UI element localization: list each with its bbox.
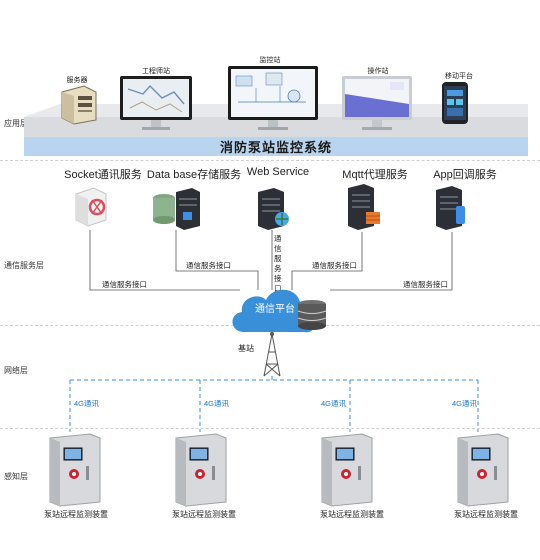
monitor-station-label: 监控站 bbox=[259, 57, 281, 64]
service-app-label: App回调服务 bbox=[433, 169, 497, 181]
device-label-1: 泵站远程监测装置 bbox=[44, 510, 108, 519]
layer-label-network: 网络层 bbox=[4, 366, 28, 375]
service-web-label: Web Service bbox=[246, 166, 310, 178]
app-callback-server-icon bbox=[436, 186, 465, 230]
cabinet-icon bbox=[175, 433, 227, 507]
network-links bbox=[69, 376, 479, 432]
layer-divider bbox=[0, 160, 540, 161]
mqtt-server-icon bbox=[348, 184, 380, 230]
cabinet-icon bbox=[457, 433, 509, 507]
layer-divider bbox=[0, 428, 540, 429]
antenna-tower-icon bbox=[263, 332, 281, 377]
communication-platform-label: 通信平台 bbox=[255, 304, 295, 315]
engineer-station-label: 工程师站 bbox=[142, 68, 170, 75]
network-link-label-1: 4G通讯 bbox=[74, 399, 100, 408]
layer-label-perception: 感知层 bbox=[4, 472, 28, 481]
base-station-label: 基站 bbox=[238, 344, 254, 353]
device-label-2: 泵站远程监测装置 bbox=[172, 510, 236, 519]
interface-label-socket: 通信服务接口 bbox=[102, 280, 147, 289]
service-mqtt-label: Mqtt代理服务 bbox=[342, 169, 408, 181]
cloud-icon bbox=[232, 289, 327, 333]
service-database-label: Data base存储服务 bbox=[146, 169, 242, 181]
device-label-3: 泵站远程监测装置 bbox=[320, 510, 384, 519]
mobile-platform-label: 移动平台 bbox=[445, 73, 473, 80]
interface-label-mqtt: 通信服务接口 bbox=[312, 261, 357, 270]
socket-service-icon bbox=[75, 187, 107, 227]
mobile-phone-icon bbox=[442, 82, 468, 124]
operator-monitor-icon bbox=[342, 76, 412, 130]
service-connectors bbox=[89, 230, 453, 291]
interface-label-database: 通信服务接口 bbox=[186, 261, 231, 270]
cabinet-icon bbox=[321, 433, 373, 507]
database-icon bbox=[297, 300, 327, 330]
system-title: 消防泵站监控系统 bbox=[219, 141, 332, 156]
network-link-label-2: 4G通讯 bbox=[204, 399, 230, 408]
layer-label-service: 通信服务层 bbox=[4, 261, 44, 270]
service-socket-label: Socket通讯服务 bbox=[64, 169, 142, 181]
engineer-monitor-icon bbox=[120, 76, 192, 130]
device-label-4: 泵站远程监测装置 bbox=[454, 510, 518, 519]
network-link-label-3: 4G通讯 bbox=[321, 399, 347, 408]
network-link-label-4: 4G通讯 bbox=[452, 399, 478, 408]
layer-label-application: 应用层 bbox=[4, 119, 28, 128]
interface-label-app: 通信服务接口 bbox=[403, 280, 448, 289]
server-label: 服务器 bbox=[66, 77, 88, 84]
interface-label-web: 通信服务接口 bbox=[274, 234, 282, 293]
system-title-bar: 消防泵站监控系统 bbox=[24, 137, 528, 156]
operator-station-label: 操作站 bbox=[367, 68, 389, 75]
monitor-station-icon bbox=[228, 66, 318, 130]
server-icon bbox=[61, 85, 97, 125]
cabinet-icon bbox=[49, 433, 101, 507]
database-server-icon bbox=[153, 188, 200, 230]
web-service-server-icon bbox=[258, 188, 289, 230]
